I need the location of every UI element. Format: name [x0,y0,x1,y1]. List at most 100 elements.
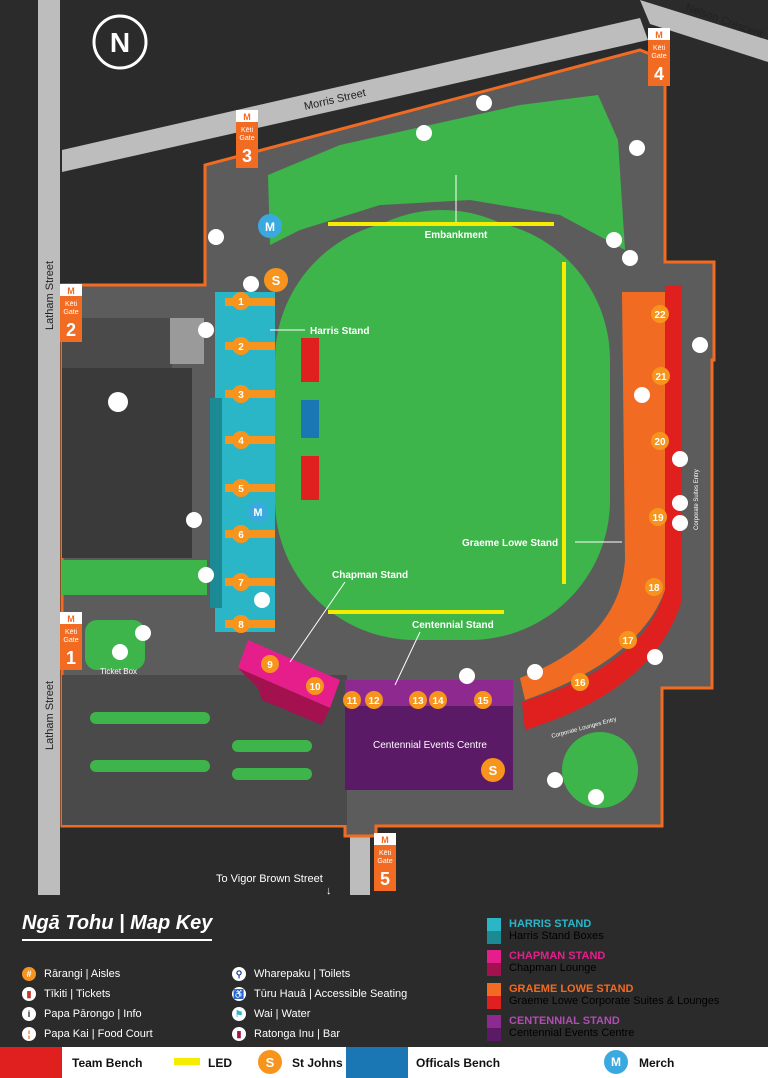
aisle-number: 1 [238,297,244,308]
accessible-seating-icon: ♿ [232,987,246,1001]
aisles-icon: # [22,967,36,981]
key-bar: ▮Ratonga Inu | Bar [232,1027,340,1041]
north-compass: N [92,14,148,70]
aisle-number: 17 [622,636,634,647]
svg-text:M: M [253,507,262,519]
car-park-islands [90,712,312,780]
toilets-icon [198,322,214,338]
bar-icon [208,229,224,245]
centennial-events-centre [345,706,513,790]
aisle-marker [649,508,667,526]
aisle-marker [651,432,669,450]
key-aisles: #Rārangi | Aisles [22,967,120,981]
gate-1: M Kēti Gate 1 [60,612,82,670]
svg-text:Gate: Gate [239,135,254,142]
led-board-north [328,222,554,226]
aisle-marker [645,578,663,596]
toilets-icon: ⚲ [232,967,246,981]
aisle-marker [343,691,361,709]
tickets-icon: ▮ [22,987,36,1001]
svg-text:3: 3 [242,146,252,166]
info-icon [606,232,622,248]
ticket-box-label: Ticket Box [100,667,137,676]
svg-text:S: S [489,763,498,778]
aisle-marker [429,691,447,709]
st-johns-label: St Johns [292,1055,343,1070]
water-icon [527,664,543,680]
aisle-number: 11 [347,696,358,707]
team-bench-1 [301,338,319,382]
led-swatch [174,1058,200,1065]
vigor-brown-label: To Vigor Brown Street [216,873,323,885]
merch-marker-harris: M [248,502,268,522]
water-icon [647,649,663,665]
aisle-marker [619,631,637,649]
graeme-lowe-stand [520,292,665,700]
latham-street-road [38,0,60,895]
accessible-seating-icon [254,592,270,608]
food-court-icon [622,250,638,266]
svg-text:Gate: Gate [63,637,78,644]
chapman-lounge [238,668,330,725]
svg-text:Kēti: Kēti [653,45,666,52]
aisle-marker [232,431,250,449]
tickets-icon [112,644,128,660]
chapman-stand-label: Chapman Stand [332,570,408,581]
svg-text:M: M [265,220,275,234]
gate-5: M Kēti Gate 5 [374,833,396,891]
harris-boxes [210,398,222,608]
gate-2: M Kēti Gate 2 [60,284,82,342]
officials-swatch [346,1047,408,1078]
centennial-stand-label: Centennial Stand [412,620,494,631]
building-grey [170,318,204,364]
led-board-east [562,262,566,584]
svg-text:2: 2 [66,320,76,340]
latham-street-bottom-label: Latham Street [44,681,56,750]
aisle-number: 22 [654,310,666,321]
svg-text:1: 1 [66,648,76,668]
aisle-number: 19 [652,513,664,524]
food-court-icon [108,392,128,412]
aisle-number: 15 [477,696,489,707]
aisle-marker [409,691,427,709]
latham-street-top-label: Latham Street [44,261,56,330]
entry-garden [85,620,145,670]
led-label: LED [208,1055,232,1070]
svg-text:Kēti: Kēti [379,850,392,857]
aisle-number: 13 [412,696,424,707]
key-tickets: ▮Tīkiti | Tickets [22,987,110,1001]
toilets-icon [629,140,645,156]
aisle-marker [232,479,250,497]
toilets-icon [672,495,688,511]
aisle-number: 9 [267,660,273,671]
aisle-marker [232,292,250,310]
aisle-number: 21 [655,372,667,383]
aisle-marker [232,525,250,543]
graeme-lowe-label: Graeme Lowe Stand [462,538,558,549]
svg-text:M: M [67,286,75,296]
aisle-number: 16 [574,678,586,689]
events-centre-label: Centennial Events Centre [373,740,487,751]
key-toilets: ⚲Wharepaku | Toilets [232,967,350,981]
key-water: ⚑Wai | Water [232,1007,310,1021]
food-court-icon [692,337,708,353]
st-johns-marker-harris: S [264,268,288,292]
st-johns-swatch: S [258,1050,282,1074]
gate-3: M Kēti Gate 3 [236,110,258,168]
building-west [62,368,192,558]
svg-text:Gate: Gate [651,53,666,60]
aisle-number: 5 [238,484,244,495]
aisle-number: 2 [238,342,244,353]
water-icon: ⚑ [232,1007,246,1021]
nelson-crescent-road [640,0,768,62]
svg-text:5: 5 [380,869,390,889]
aisle-number: 4 [238,436,244,447]
svg-text:M: M [381,835,389,845]
svg-text:M: M [67,614,75,624]
officials-bench [301,400,319,438]
